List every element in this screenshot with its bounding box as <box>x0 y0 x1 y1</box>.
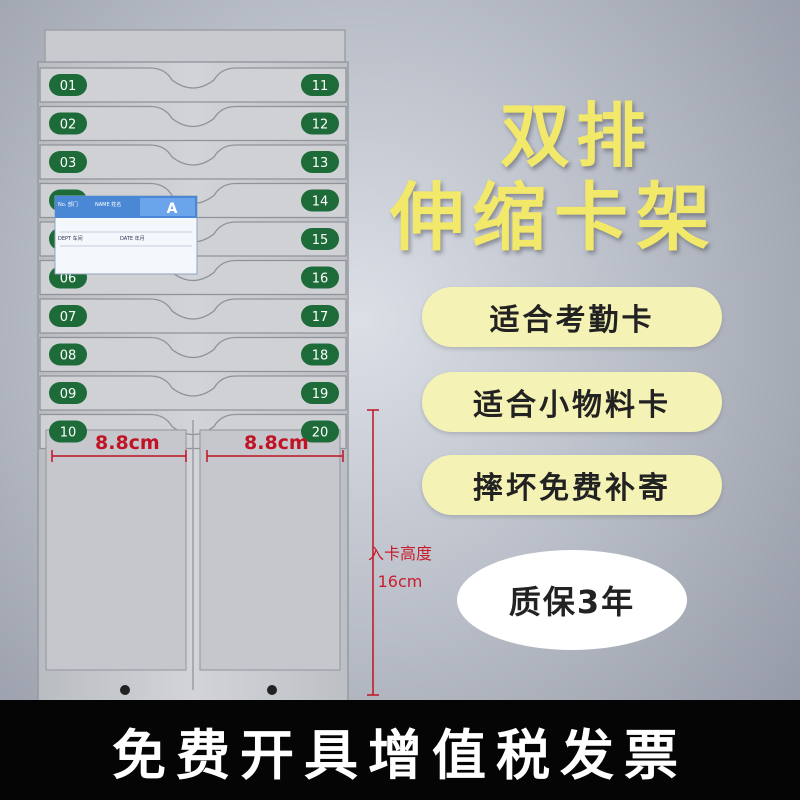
slot-badge-15: 15 <box>301 228 339 250</box>
feature-pill-attendance-card: 适合考勤卡 <box>422 287 722 347</box>
slot-badge-14: 14 <box>301 189 339 212</box>
slot-number: 17 <box>312 310 329 325</box>
left-width-label: 8.8cm <box>95 432 160 454</box>
slot-number: 08 <box>60 349 77 364</box>
right-width-label: 8.8cm <box>244 432 309 454</box>
slot-badge-02: 02 <box>49 112 87 135</box>
attendance-card: A No. 部门 NAME 姓名 DEPT 车间 DATE 年月 <box>54 195 198 275</box>
card-field-label: DATE 年月 <box>120 235 145 242</box>
slot-badge-13: 13 <box>301 151 339 173</box>
slot-badge-12: 12 <box>301 112 339 135</box>
slot-number: 02 <box>60 118 77 133</box>
card-letter: A <box>167 201 178 217</box>
slot-number: 07 <box>60 310 77 325</box>
slot-number: 14 <box>312 195 329 210</box>
slot-badge-18: 18 <box>301 343 339 366</box>
slot-number: 15 <box>312 233 329 248</box>
feature-pill-free-replacement: 摔坏免费补寄 <box>422 455 722 515</box>
title-line-1: 双排 <box>500 95 652 177</box>
slot-number: 10 <box>60 426 77 441</box>
slot-badge-01: 01 <box>49 74 87 96</box>
slot-number: 09 <box>60 387 77 402</box>
slot-badge-09: 09 <box>49 382 87 404</box>
card-field-label: NAME 姓名 <box>95 201 121 208</box>
card-field-label: No. 部门 <box>58 201 78 208</box>
card-height-text: 入卡高度 <box>367 544 432 563</box>
slot-badge-10: 10 <box>49 420 87 443</box>
card-height-value: 16cm <box>377 572 423 591</box>
rack-tier <box>39 105 347 142</box>
width-measure-lines <box>51 409 379 696</box>
card-height-label: 入卡高度 16cm <box>355 540 445 596</box>
slot-number: 18 <box>312 349 329 364</box>
bottom-banner-text: 免费开具增值税发票 <box>112 723 688 787</box>
slot-badge-11: 11 <box>301 74 339 96</box>
slot-number: 06 <box>60 272 77 287</box>
title-line-2: 伸缩卡架 <box>390 175 718 261</box>
rack-tier <box>39 375 347 411</box>
feature-pill-material-card: 适合小物料卡 <box>422 372 722 432</box>
rack-tier <box>39 336 347 373</box>
slot-badge-17: 17 <box>301 305 339 327</box>
rack-tier <box>39 67 347 103</box>
slot-badge-07: 07 <box>49 305 87 327</box>
warranty-badge: 质保3年 <box>457 550 687 650</box>
slot-number: 20 <box>312 426 329 441</box>
slot-number: 01 <box>60 79 77 94</box>
slot-number: 03 <box>60 156 77 171</box>
slot-badge-03: 03 <box>49 151 87 173</box>
slot-number: 16 <box>312 272 329 287</box>
card-field-label: DEPT 车间 <box>58 235 83 242</box>
slot-number: 19 <box>312 387 329 402</box>
slot-number: 13 <box>312 156 329 171</box>
slot-badge-08: 08 <box>49 343 87 366</box>
slot-number: 11 <box>312 79 329 94</box>
bottom-banner: 免费开具增值税发票 <box>0 700 800 800</box>
rack-tier <box>39 298 347 334</box>
slot-badge-19: 19 <box>301 382 339 404</box>
slot-number: 12 <box>312 118 329 133</box>
slot-badge-16: 16 <box>301 266 339 289</box>
rack-tier <box>39 144 347 180</box>
slot-badge-20: 20 <box>301 420 339 443</box>
